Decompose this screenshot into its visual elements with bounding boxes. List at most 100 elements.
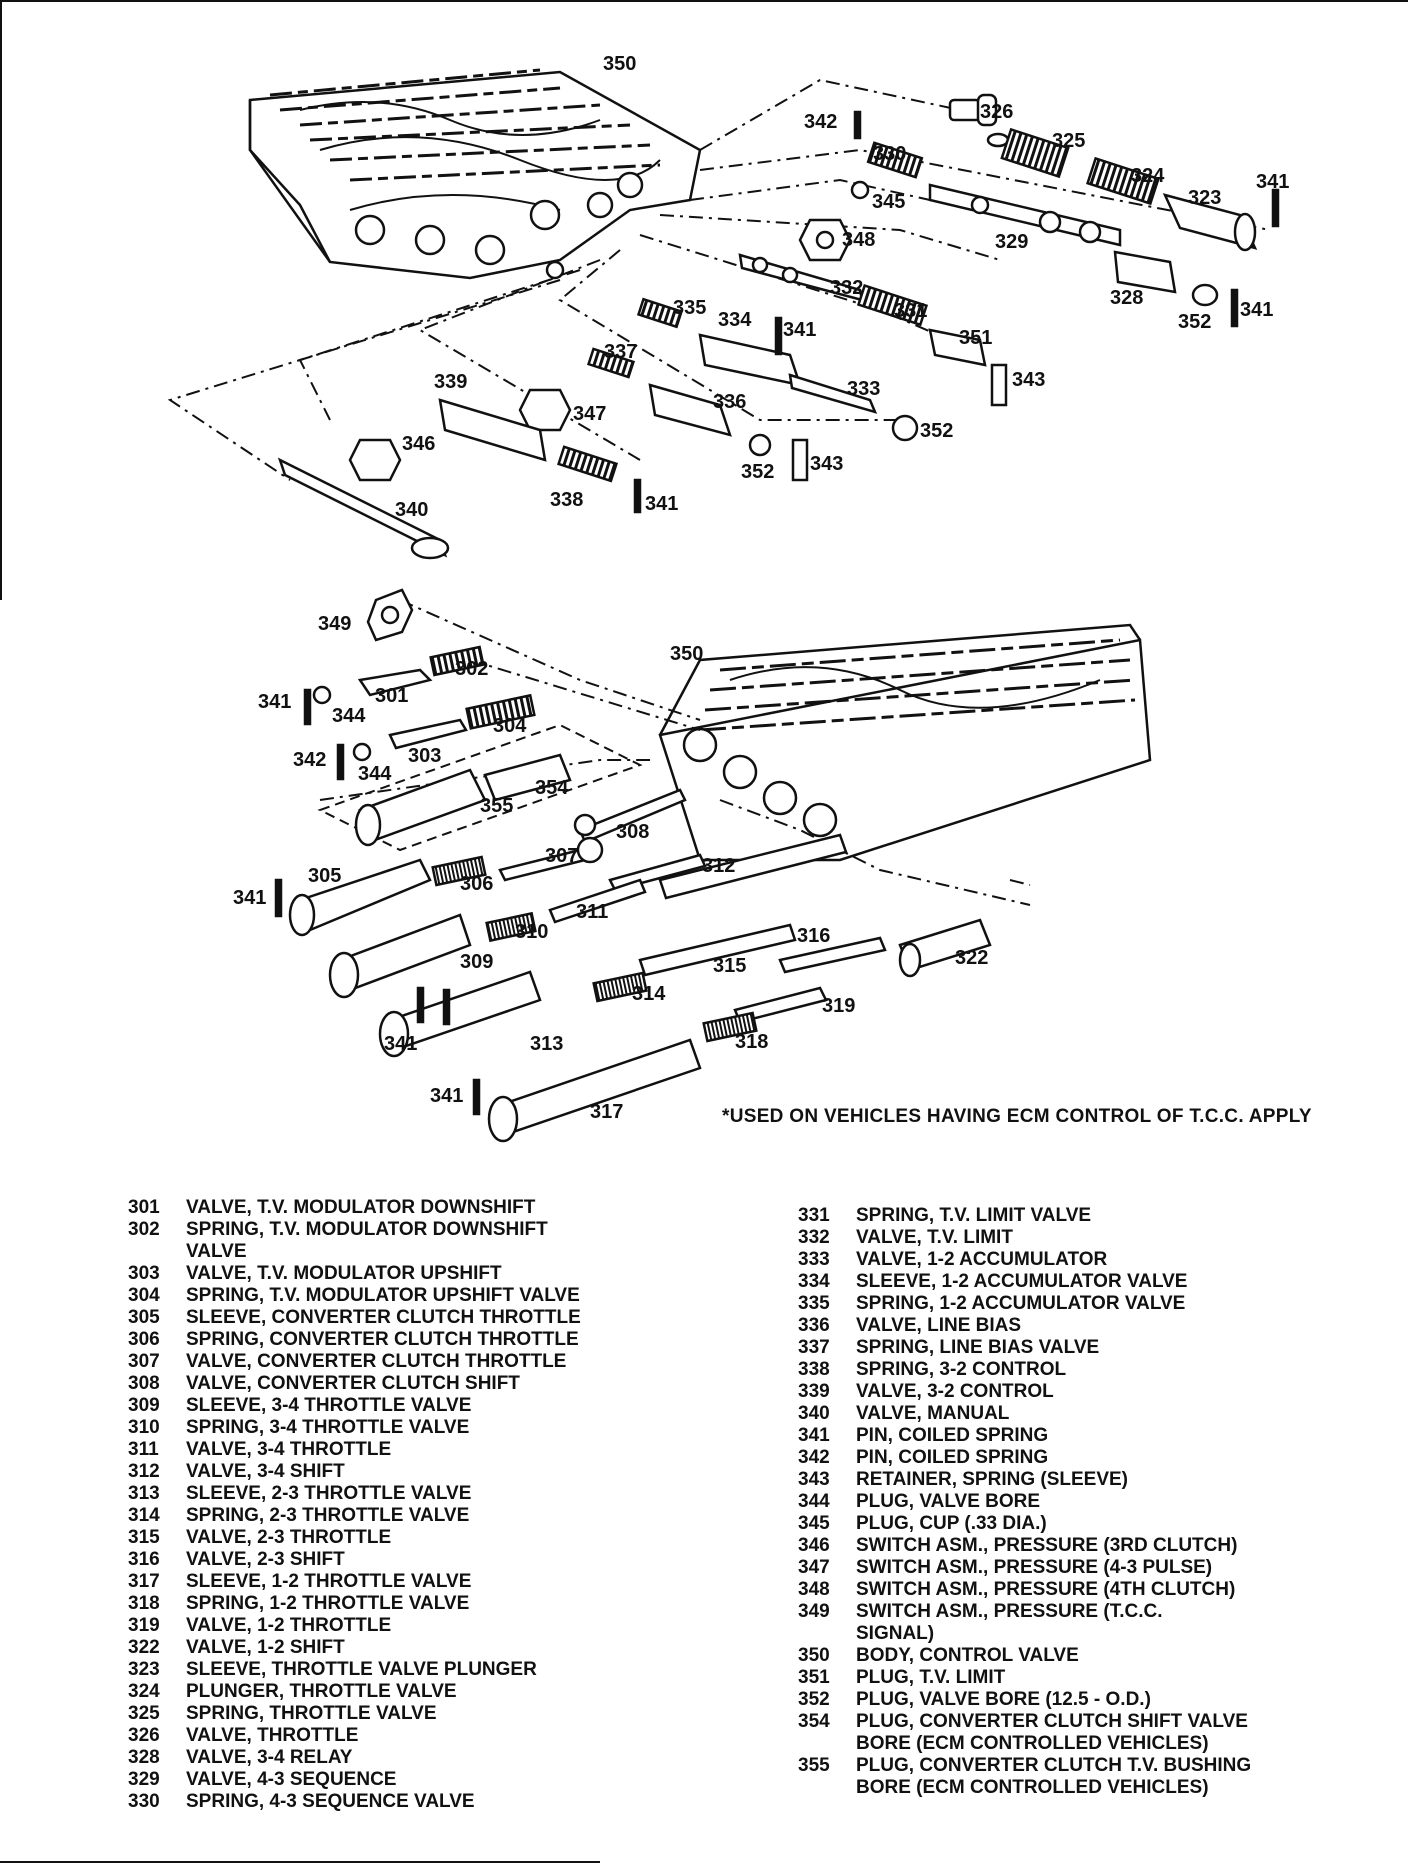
upper-leader-lines bbox=[167, 78, 1271, 481]
legend-part-number: 306 bbox=[128, 1329, 160, 1350]
callout-341-lower-a: 341 bbox=[258, 691, 291, 713]
callout-340: 340 bbox=[395, 499, 428, 521]
legend-part-number: 339 bbox=[798, 1381, 830, 1402]
legend-part-description: SPRING, T.V. MODULATOR UPSHIFT VALVE bbox=[186, 1285, 580, 1306]
legend-part-number: 330 bbox=[128, 1791, 160, 1812]
callout-338: 338 bbox=[550, 489, 583, 511]
legend-part-number: 308 bbox=[128, 1373, 160, 1394]
callout-341-upper-a: 341 bbox=[1256, 171, 1289, 193]
callout-304: 304 bbox=[493, 715, 527, 737]
lower-valve-body bbox=[658, 623, 1152, 862]
callout-350-lower: 350 bbox=[670, 643, 703, 665]
upper-valve-body bbox=[248, 68, 702, 280]
legend-part-number: 323 bbox=[128, 1659, 160, 1680]
legend-part-number: 314 bbox=[128, 1505, 160, 1526]
left-border-line bbox=[0, 0, 2, 600]
callout-317: 317 bbox=[590, 1101, 623, 1123]
callout-336: 336 bbox=[713, 391, 746, 413]
legend-part-description: SWITCH ASM., PRESSURE (4-3 PULSE) bbox=[856, 1557, 1213, 1578]
legend-part-description: SPRING, LINE BIAS VALVE bbox=[856, 1337, 1100, 1358]
legend-part-number: 307 bbox=[128, 1351, 160, 1372]
legend-part-number: 338 bbox=[798, 1359, 830, 1380]
callout-305: 305 bbox=[308, 865, 341, 887]
callout-301: 301 bbox=[375, 685, 408, 707]
legend-part-number: 316 bbox=[128, 1549, 160, 1570]
legend-part-description: VALVE, T.V. MODULATOR UPSHIFT bbox=[186, 1263, 502, 1284]
legend-row: 306 SPRING, CONVERTER CLUTCH THROTTLE bbox=[128, 1329, 688, 1351]
legend-row: 342 PIN, COILED SPRING bbox=[798, 1447, 1358, 1469]
legend-row: 308 VALVE, CONVERTER CLUTCH SHIFT bbox=[128, 1373, 688, 1395]
legend-part-number: 350 bbox=[798, 1645, 830, 1666]
callout-323: 323 bbox=[1188, 187, 1221, 209]
legend-part-number: 345 bbox=[798, 1513, 830, 1534]
legend-part-description: SPRING, CONVERTER CLUTCH THROTTLE bbox=[186, 1329, 579, 1350]
legend-part-number: 342 bbox=[798, 1447, 830, 1468]
legend-part-description: SPRING, T.V. LIMIT VALVE bbox=[856, 1205, 1092, 1226]
legend-part-number: 322 bbox=[128, 1637, 160, 1658]
legend-part-description: PLUG, CUP (.33 DIA.) bbox=[856, 1513, 1047, 1534]
legend-part-description: VALVE, 1-2 SHIFT bbox=[186, 1637, 345, 1658]
legend-part-description: PLUNGER, THROTTLE VALVE bbox=[186, 1681, 457, 1702]
legend-part-description: SPRING, 2-3 THROTTLE VALVE bbox=[186, 1505, 470, 1526]
legend-part-number: 319 bbox=[128, 1615, 160, 1636]
legend-part-number: 317 bbox=[128, 1571, 160, 1592]
legend-part-description: VALVE, 4-3 SEQUENCE bbox=[186, 1769, 397, 1790]
legend-part-number: 351 bbox=[798, 1667, 830, 1688]
callout-352-upper-c: 352 bbox=[741, 461, 774, 483]
legend-part-description: VALVE, 2-3 SHIFT bbox=[186, 1549, 345, 1570]
legend-part-description: PLUG, VALVE BORE bbox=[856, 1491, 1041, 1512]
legend-part-number: 332 bbox=[798, 1227, 830, 1248]
legend-part-description: PIN, COILED SPRING bbox=[856, 1447, 1049, 1468]
callout-308: 308 bbox=[616, 821, 649, 843]
callout-326: 326 bbox=[980, 101, 1013, 123]
legend-part-number: 315 bbox=[128, 1527, 160, 1548]
legend-part-number: 302 bbox=[128, 1219, 160, 1240]
legend-part-number: 328 bbox=[128, 1747, 160, 1768]
legend-part-description: VALVE, CONVERTER CLUTCH THROTTLE bbox=[186, 1351, 567, 1372]
legend-row: 307 VALVE, CONVERTER CLUTCH THROTTLE bbox=[128, 1351, 688, 1373]
callout-309: 309 bbox=[460, 951, 493, 973]
legend-part-description: SPRING, T.V. MODULATOR DOWNSHIFT VALVE bbox=[186, 1219, 548, 1262]
callout-354: 354 bbox=[535, 777, 569, 799]
legend-part-description: SLEEVE, CONVERTER CLUTCH THROTTLE bbox=[186, 1307, 581, 1328]
legend-part-description: SPRING, THROTTLE VALVE bbox=[186, 1703, 437, 1724]
callout-337: 337 bbox=[604, 341, 637, 363]
callout-355: 355 bbox=[480, 795, 513, 817]
top-border-line bbox=[0, 0, 1408, 2]
legend-part-description: SWITCH ASM., PRESSURE (3RD CLUTCH) bbox=[856, 1535, 1238, 1556]
legend-part-number: 354 bbox=[798, 1711, 830, 1732]
callout-307: 307 bbox=[545, 845, 578, 867]
legend-part-number: 311 bbox=[128, 1439, 159, 1460]
callout-334: 334 bbox=[718, 309, 752, 331]
legend-part-description: VALVE, CONVERTER CLUTCH SHIFT bbox=[186, 1373, 520, 1394]
legend-part-number: 312 bbox=[128, 1461, 160, 1482]
callout-342-lower: 342 bbox=[293, 749, 326, 771]
legend-part-number: 337 bbox=[798, 1337, 830, 1358]
callout-310: 310 bbox=[515, 921, 548, 943]
legend-part-description: VALVE, MANUAL bbox=[856, 1403, 1010, 1424]
legend-part-description: SLEEVE, 2-3 THROTTLE VALVE bbox=[186, 1483, 472, 1504]
legend-part-number: 326 bbox=[128, 1725, 160, 1746]
